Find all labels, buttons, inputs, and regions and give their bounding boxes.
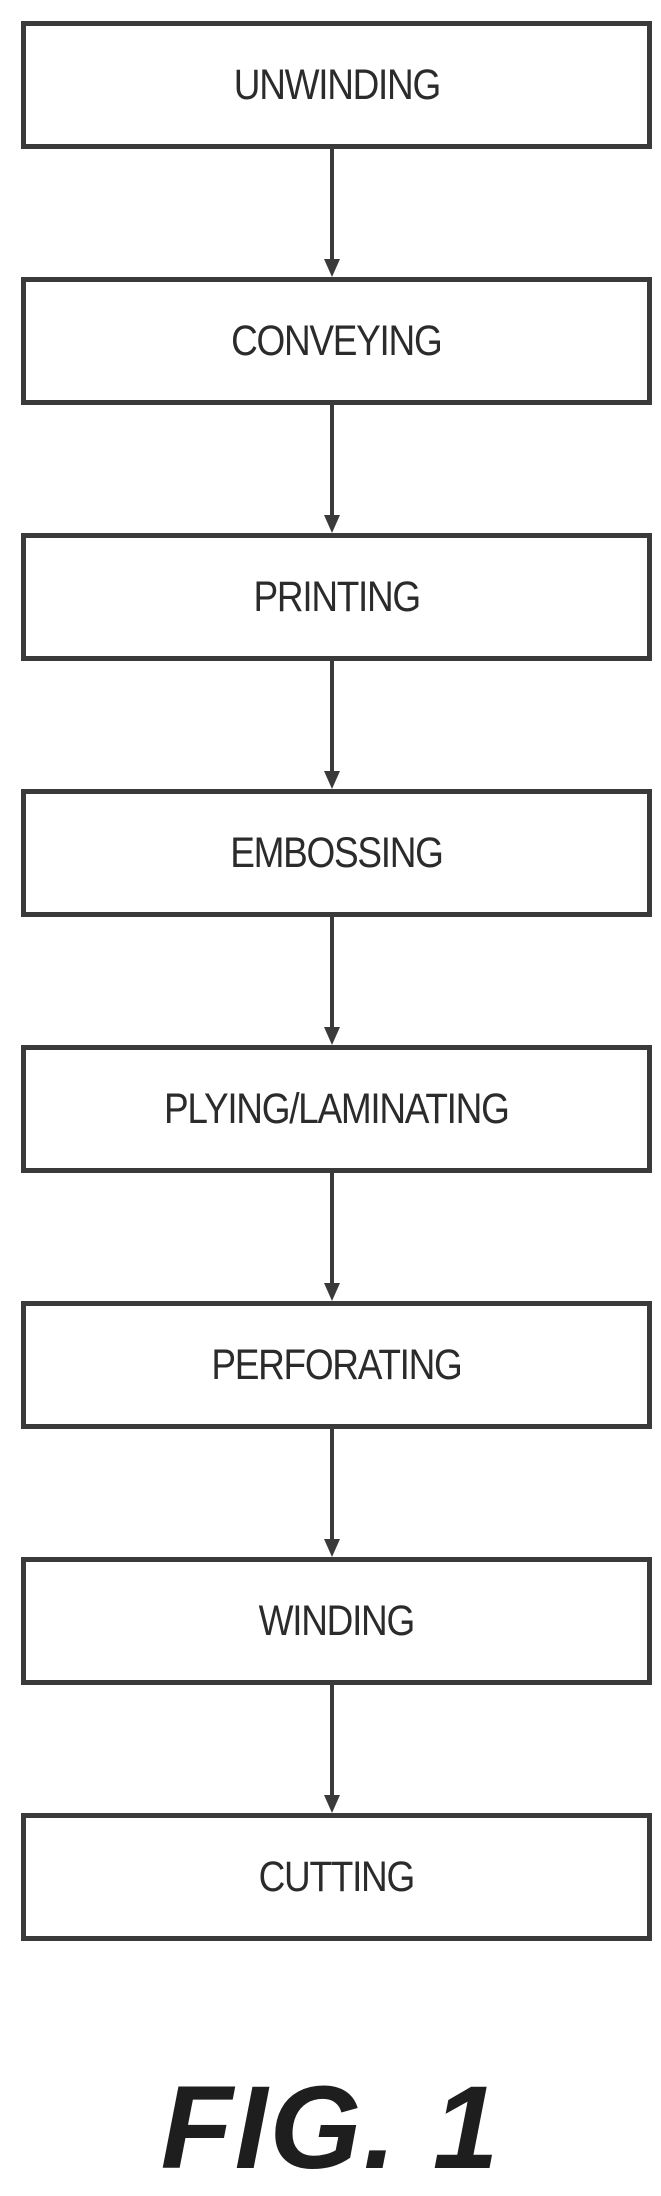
step-label: WINDING [259, 1597, 414, 1646]
step-winding: WINDING [21, 1557, 652, 1685]
step-plying-laminating: PLYING/LAMINATING [21, 1045, 652, 1173]
step-label: PLYING/LAMINATING [164, 1085, 509, 1134]
step-label: CUTTING [259, 1853, 414, 1902]
step-conveying: CONVEYING [21, 277, 652, 405]
step-label: PRINTING [253, 573, 419, 622]
step-perforating: PERFORATING [21, 1301, 652, 1429]
arrow-down-icon [324, 1173, 340, 1301]
step-label: UNWINDING [233, 61, 439, 110]
arrow-down-icon [324, 149, 340, 277]
step-unwinding: UNWINDING [21, 21, 652, 149]
arrow-down-icon [324, 661, 340, 789]
step-label: CONVEYING [231, 317, 441, 366]
figure-label: FIG. 1 [0, 2060, 661, 2196]
arrow-down-icon [324, 1685, 340, 1813]
step-printing: PRINTING [21, 533, 652, 661]
step-label: EMBOSSING [230, 829, 442, 878]
arrow-down-icon [324, 917, 340, 1045]
arrow-down-icon [324, 405, 340, 533]
step-label: PERFORATING [211, 1341, 461, 1390]
step-cutting: CUTTING [21, 1813, 652, 1941]
arrow-down-icon [324, 1429, 340, 1557]
step-embossing: EMBOSSING [21, 789, 652, 917]
